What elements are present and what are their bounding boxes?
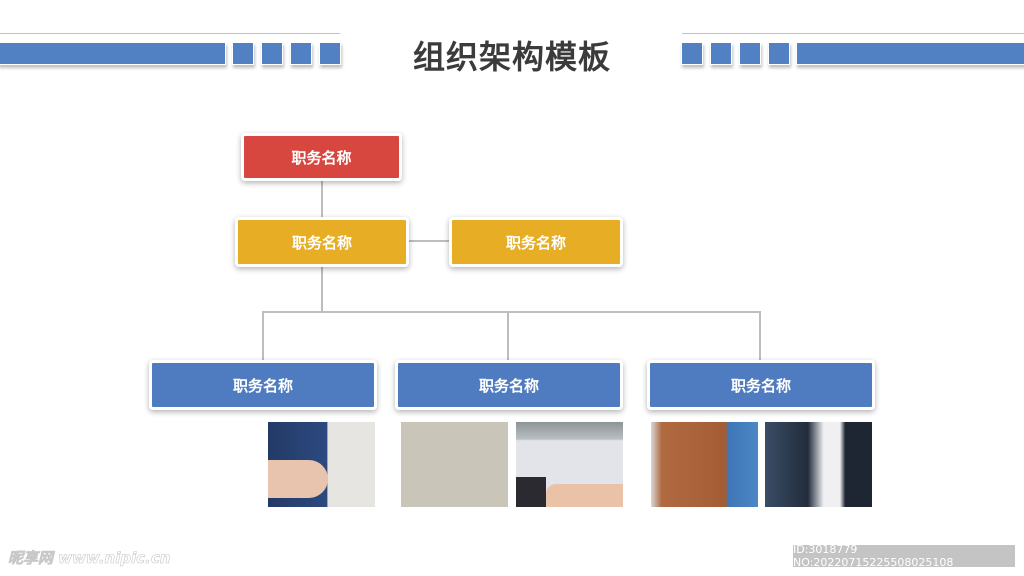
image-id-label: ID:3018779 NO:20220715225508025108: [793, 543, 1015, 569]
header-bar-left: [0, 42, 226, 65]
org-node-level3[interactable]: 职务名称: [647, 360, 875, 410]
photo-handshake: [516, 422, 623, 507]
photo-team: [651, 422, 758, 507]
org-node-root[interactable]: 职务名称: [241, 133, 402, 181]
photo-office: [401, 422, 508, 507]
org-node-level2[interactable]: 职务名称: [449, 217, 623, 267]
header-square: [290, 42, 312, 65]
connector: [507, 311, 509, 363]
connector: [262, 311, 264, 363]
header-square: [768, 42, 790, 65]
header-line-right: [682, 33, 1024, 34]
header-square: [261, 42, 283, 65]
photo-handshake: [268, 422, 375, 507]
connector: [321, 179, 323, 221]
header-square: [232, 42, 254, 65]
header-square: [681, 42, 703, 65]
org-node-level3[interactable]: 职务名称: [395, 360, 623, 410]
connector: [321, 265, 323, 313]
photo-business: [765, 422, 872, 507]
page-title: 组织架构模板: [412, 38, 611, 76]
header-square: [710, 42, 732, 65]
org-node-level3[interactable]: 职务名称: [149, 360, 377, 410]
connector: [759, 311, 761, 363]
header-square: [739, 42, 761, 65]
connector: [407, 240, 452, 242]
org-node-level2[interactable]: 职务名称: [235, 217, 409, 267]
header-square: [319, 42, 341, 65]
header-line-left: [0, 33, 340, 34]
connector: [262, 311, 761, 313]
header-bar-right: [796, 42, 1024, 65]
watermark-logo: 昵享网 www.nipic.cn: [8, 549, 171, 568]
